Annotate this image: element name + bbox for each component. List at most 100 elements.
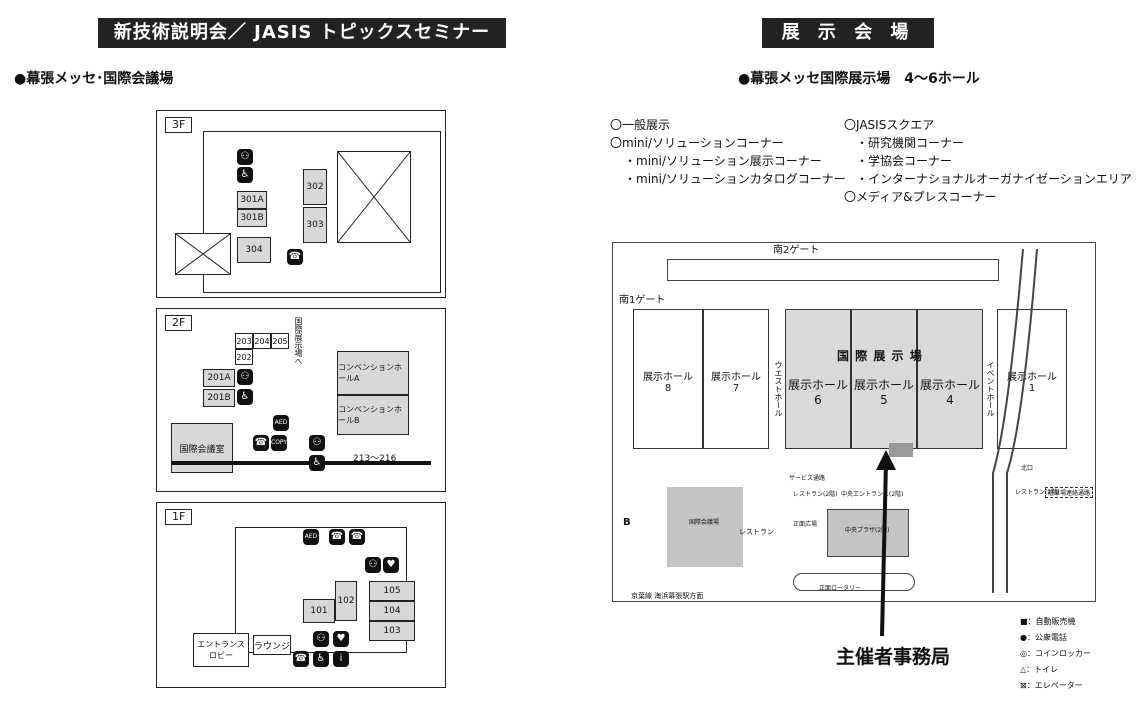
hall-number: 7 bbox=[732, 383, 740, 394]
right-venue-heading: ●幕張メッセ国際展示場 4〜6ホール bbox=[738, 71, 980, 87]
floor-3f-outline bbox=[203, 131, 441, 293]
baby-room-icon: ♥ bbox=[383, 557, 399, 573]
room-105: 105 bbox=[369, 581, 415, 601]
right-banner: 展 示 会 場 bbox=[762, 18, 934, 48]
aed-icon: AED bbox=[303, 529, 319, 545]
restroom-icon: ⚇ bbox=[237, 369, 253, 385]
elevator-3f-left bbox=[175, 233, 231, 275]
left-venue-heading: ●幕張メッセ･国際会議場 bbox=[14, 71, 174, 87]
floor-1f-label: 1F bbox=[165, 509, 193, 525]
convention-hall-a: コンベンションホールA bbox=[337, 351, 409, 395]
floor-3f-label: 3F bbox=[165, 117, 193, 133]
floor-1f-map: 1F 105 104 103 102 101 エントランス ロビー ラウンジ A… bbox=[156, 502, 446, 688]
international-exhibition-hall-title: 国 際 展 示 場 bbox=[837, 349, 923, 363]
room-303: 303 bbox=[303, 207, 327, 243]
room-201b: 201B bbox=[203, 389, 235, 407]
legend-item-vending: ■：自動販売機 bbox=[1020, 617, 1076, 626]
exhibition-map: 南2ゲート 南1ゲート 展示ホール 8 展示ホール 7 ウエストホール 展示ホー… bbox=[612, 242, 1096, 602]
legend-item-toilet: △：トイレ bbox=[1020, 665, 1059, 674]
central-plaza-block bbox=[827, 509, 909, 557]
list-item: 〇mini/ソリューションコーナー bbox=[610, 136, 784, 150]
room-202: 202 bbox=[235, 349, 253, 365]
to-exhibition-arrow-label: 国際展示場へ bbox=[294, 317, 303, 365]
hall-8: 展示ホール 8 bbox=[633, 309, 703, 449]
room-201a: 201A bbox=[203, 369, 235, 387]
room-204: 204 bbox=[253, 333, 271, 349]
list-item: ・インターナショナルオーガナイゼーションエリア bbox=[856, 172, 1132, 186]
front-plaza-label: 正面広場 bbox=[793, 521, 818, 528]
room-102: 102 bbox=[335, 581, 357, 621]
hall-name: 展示ホール bbox=[711, 372, 761, 383]
corridor-bar bbox=[171, 461, 431, 465]
rooms-213-216: 213〜216 bbox=[353, 454, 397, 464]
legend-item-locker: ◎：コインロッカー bbox=[1020, 649, 1091, 658]
phone-icon: ☎ bbox=[253, 435, 269, 451]
hall-name: 展示ホール bbox=[1007, 372, 1057, 383]
organizer-arrow bbox=[876, 450, 896, 637]
hall-5: 展示ホール 5 bbox=[851, 309, 917, 449]
west-hall-label: ウエストホール bbox=[774, 361, 783, 417]
parking-link-label: 駐車場連絡通路 bbox=[1045, 487, 1094, 498]
hall-number: 5 bbox=[880, 393, 888, 407]
legend-item-phone: ●：公衆電話 bbox=[1020, 633, 1067, 642]
south-gate-2: 南2ゲート bbox=[773, 245, 820, 256]
wheelchair-icon: ♿ bbox=[309, 455, 325, 471]
hall-number: 4 bbox=[946, 393, 954, 407]
front-rotary bbox=[793, 573, 915, 591]
room-301a: 301A bbox=[237, 191, 267, 209]
list-item: ・mini/ソリューションカタログコーナー bbox=[624, 172, 846, 186]
convention-hall-b: コンベンションホールB bbox=[337, 395, 409, 435]
info-icon: i bbox=[333, 651, 349, 667]
room-104: 104 bbox=[369, 601, 415, 621]
lounge: ラウンジ bbox=[253, 635, 291, 655]
restroom-icon: ⚇ bbox=[309, 435, 325, 451]
map-roads bbox=[992, 248, 1038, 593]
wheelchair-icon: ♿ bbox=[237, 167, 253, 183]
baby-room-icon: ♥ bbox=[333, 631, 349, 647]
room-103: 103 bbox=[369, 621, 415, 641]
copy-icon: COPY bbox=[271, 435, 287, 451]
entrance-lobby: エントランス ロビー bbox=[193, 633, 249, 667]
list-item: ・研究機関コーナー bbox=[856, 136, 965, 150]
aed-icon: AED bbox=[273, 415, 289, 431]
north-road bbox=[667, 259, 999, 281]
conference-hall-label: 国際会議場 bbox=[689, 519, 720, 526]
phone-icon: ☎ bbox=[293, 651, 309, 667]
hall-name: 展示ホール bbox=[853, 378, 914, 392]
international-conference-hall-block bbox=[667, 487, 743, 567]
floor-2f-label: 2F bbox=[165, 315, 193, 331]
north-exit-label: 北口 bbox=[1021, 465, 1034, 472]
international-meeting-room: 国際会議室 bbox=[171, 423, 233, 473]
central-entrance-label: 中央エントランス(2階) bbox=[841, 491, 904, 498]
floor-3f-map: 3F 301A 301B 302 303 304 ⚇ ♿ ☎ bbox=[156, 110, 446, 298]
organizer-office-label: 主催者事務局 bbox=[836, 646, 951, 668]
hall-name: 展示ホール bbox=[787, 378, 848, 392]
restroom-icon: ⚇ bbox=[365, 557, 381, 573]
exhibit-list-left: 〇一般展示 〇mini/ソリューションコーナー ・mini/ソリューション展示コ… bbox=[610, 116, 846, 188]
list-item: ・学協会コーナー bbox=[856, 154, 953, 168]
list-item: 〇一般展示 bbox=[610, 118, 671, 132]
south-gate-1: 南1ゲート bbox=[619, 295, 666, 306]
wheelchair-icon: ♿ bbox=[237, 389, 253, 405]
exhibit-list-right: 〇JASISスクエア ・研究機関コーナー ・学協会コーナー ・インターナショナル… bbox=[844, 116, 1132, 206]
room-205: 205 bbox=[271, 333, 289, 349]
room-302: 302 bbox=[303, 169, 327, 205]
restroom-icon: ⚇ bbox=[313, 631, 329, 647]
hall-number: 8 bbox=[664, 383, 672, 394]
hall-6: 展示ホール 6 bbox=[785, 309, 851, 449]
phone-icon: ☎ bbox=[287, 249, 303, 265]
service-road-label: サービス通路 bbox=[789, 475, 826, 482]
left-banner: 新技術説明会／ JASIS トピックスセミナー bbox=[98, 18, 506, 48]
list-item: 〇メディア&プレスコーナー bbox=[844, 190, 997, 204]
restaurant-2f-label: レストラン(2階) bbox=[793, 491, 838, 498]
restroom-icon: ⚇ bbox=[237, 149, 253, 165]
phone-icon: ☎ bbox=[349, 529, 365, 545]
hall-7: 展示ホール 7 bbox=[703, 309, 769, 449]
restaurant-east-label: レストラン(2階) bbox=[1015, 489, 1060, 496]
organizer-office-location bbox=[889, 443, 913, 457]
map-legend: ■：自動販売機 ●：公衆電話 ◎：コインロッカー △：トイレ ⊠：エレベーター bbox=[1020, 614, 1091, 694]
room-203: 203 bbox=[235, 333, 253, 349]
phone-icon: ☎ bbox=[329, 529, 345, 545]
list-item: ・mini/ソリューション展示コーナー bbox=[624, 154, 822, 168]
legend-item-elevator: ⊠：エレベーター bbox=[1020, 681, 1083, 690]
